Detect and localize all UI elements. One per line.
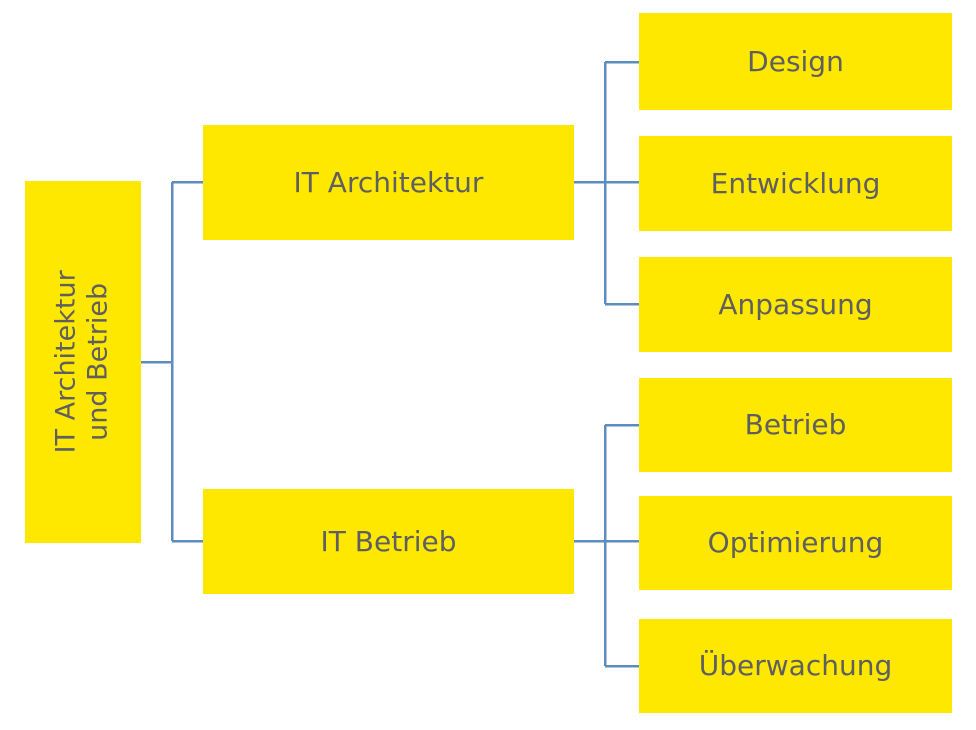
node-betrieb[interactable]: Betrieb: [639, 378, 952, 472]
node-entwicklung[interactable]: Entwicklung: [639, 136, 952, 231]
node-optimierung[interactable]: Optimierung: [639, 496, 952, 590]
node-it-architektur[interactable]: IT Architektur: [203, 125, 574, 240]
node-root-label-wrap: IT Architektur und Betrieb: [51, 270, 115, 453]
node-design[interactable]: Design: [639, 13, 952, 110]
node-betrieb-label: Betrieb: [744, 408, 847, 442]
node-root[interactable]: IT Architektur und Betrieb: [25, 181, 141, 543]
node-it-betrieb[interactable]: IT Betrieb: [203, 489, 574, 594]
node-root-label-line2: und Betrieb: [83, 282, 115, 442]
node-anpassung[interactable]: Anpassung: [639, 257, 952, 352]
node-anpassung-label: Anpassung: [718, 287, 873, 321]
node-design-label: Design: [747, 44, 844, 78]
node-ueberwachung[interactable]: Überwachung: [639, 619, 952, 713]
node-it-architektur-label: IT Architektur: [293, 165, 484, 199]
node-ueberwachung-label: Überwachung: [698, 649, 893, 683]
node-root-label-line1: IT Architektur: [51, 270, 83, 454]
node-optimierung-label: Optimierung: [707, 526, 884, 560]
node-it-betrieb-label: IT Betrieb: [320, 524, 457, 558]
node-entwicklung-label: Entwicklung: [710, 166, 881, 200]
